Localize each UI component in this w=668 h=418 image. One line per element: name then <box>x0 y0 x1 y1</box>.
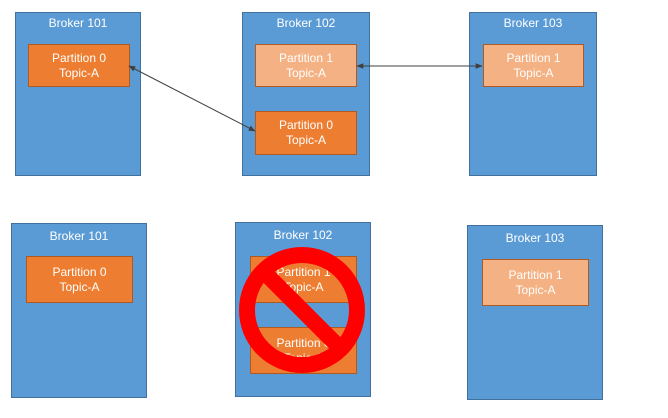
broker-title: Broker 103 <box>505 231 565 245</box>
broker-box: Broker 103 Partition 1 Topic-A <box>469 12 597 176</box>
partition-label: Partition 1 <box>278 50 334 65</box>
topic-label: Topic-A <box>513 65 554 80</box>
topic-label: Topic-A <box>285 133 326 147</box>
partition-label: Partition 1 <box>506 50 561 65</box>
partition-label: Partition 1 <box>508 267 563 282</box>
broker-box-failed: Broker 102 Partition 1 Topic-A Partition… <box>235 222 371 397</box>
partition-box: Partition 1 Topic-A <box>483 44 584 87</box>
broker-box: Broker 102 Partition 1 Topic-A Partition… <box>242 12 370 176</box>
partition-box: Partition 1 Topic-A <box>482 259 589 306</box>
partition-box: Partition 0 Topic-A <box>255 111 357 155</box>
partition-label: Partition 1 <box>276 264 331 279</box>
topic-label: Topic-A <box>58 65 99 80</box>
broker-title: Broker 101 <box>49 229 109 243</box>
partition-box: Partition 1 Topic-A <box>250 256 357 303</box>
broker-title: Broker 103 <box>503 16 563 30</box>
topic-label: Topic-A <box>59 279 100 294</box>
partition-box: Partition 0 Topic-A <box>250 327 357 374</box>
broker-title: Broker 101 <box>48 16 108 30</box>
topic-label: Topic-A <box>283 350 324 365</box>
topic-label: Topic-A <box>285 65 326 80</box>
partition-label: Partition 0 <box>276 335 331 350</box>
double-arrow-icon <box>128 65 256 132</box>
partition-label: Partition 0 <box>51 50 107 65</box>
broker-box: Broker 103 Partition 1 Topic-A <box>467 225 603 400</box>
broker-title: Broker 102 <box>276 16 336 30</box>
partition-box: Partition 1 Topic-A <box>255 44 357 87</box>
topic-label: Topic-A <box>515 282 556 297</box>
broker-box: Broker 101 Partition 0 Topic-A <box>15 12 141 176</box>
topic-label: Topic-A <box>283 279 324 294</box>
partition-box: Partition 0 Topic-A <box>28 44 130 87</box>
partition-box: Partition 0 Topic-A <box>26 256 133 303</box>
broker-title: Broker 102 <box>273 228 333 242</box>
partition-label: Partition 0 <box>52 264 107 279</box>
broker-box: Broker 101 Partition 0 Topic-A <box>11 223 147 398</box>
partition-label: Partition 0 <box>278 118 334 132</box>
